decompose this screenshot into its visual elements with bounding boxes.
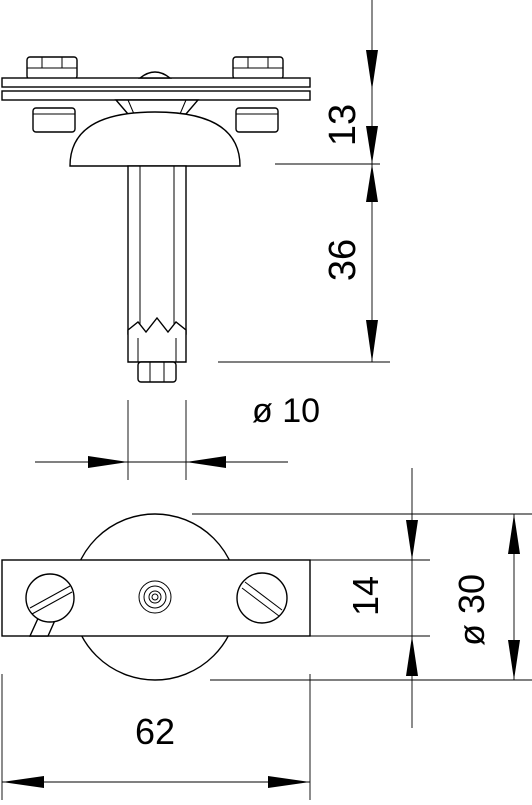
arrow-36-bottom: [366, 320, 378, 362]
arrow-d30-top: [508, 514, 520, 554]
side-pin-tip: [127, 316, 187, 383]
top-view: [1, 513, 311, 681]
dimension-14-label: 14: [345, 576, 386, 616]
side-left-screw: [26, 56, 78, 133]
side-pin: [127, 165, 187, 335]
diameter-pin-dimension: ø 10: [35, 392, 320, 480]
length-clamp-dimension: 62: [1, 674, 311, 800]
arrow-62-left: [2, 776, 44, 788]
arrow-d10-right: [186, 456, 226, 468]
side-vertical-dimensions: 13 36: [218, 0, 390, 363]
dimension-d10-label: ø 10: [252, 392, 320, 430]
arrow-62-right: [268, 776, 310, 788]
side-dome-head: [69, 111, 241, 167]
side-view: [1, 56, 311, 383]
dimension-13-label: 13: [322, 104, 364, 146]
arrow-14-top: [406, 520, 418, 560]
arrow-d10-left: [88, 456, 128, 468]
side-center-nut: [138, 71, 172, 79]
top-vertical-dimensions: 14 ø 30: [192, 468, 532, 728]
arrow-14-bottom: [406, 636, 418, 676]
arrow-13-bottom: [366, 126, 378, 164]
arrow-36-top: [366, 164, 378, 202]
dimension-36-label: 36: [322, 239, 364, 281]
top-center-nut: [138, 580, 172, 614]
top-left-screw: [25, 573, 75, 637]
top-right-screw: [236, 572, 288, 624]
side-clamp-plates: [1, 77, 311, 101]
arrow-13-top: [366, 50, 378, 90]
arrow-d30-bottom: [508, 640, 520, 680]
dimension-d30-label: ø 30: [451, 574, 492, 646]
dimension-62-label: 62: [135, 711, 175, 752]
